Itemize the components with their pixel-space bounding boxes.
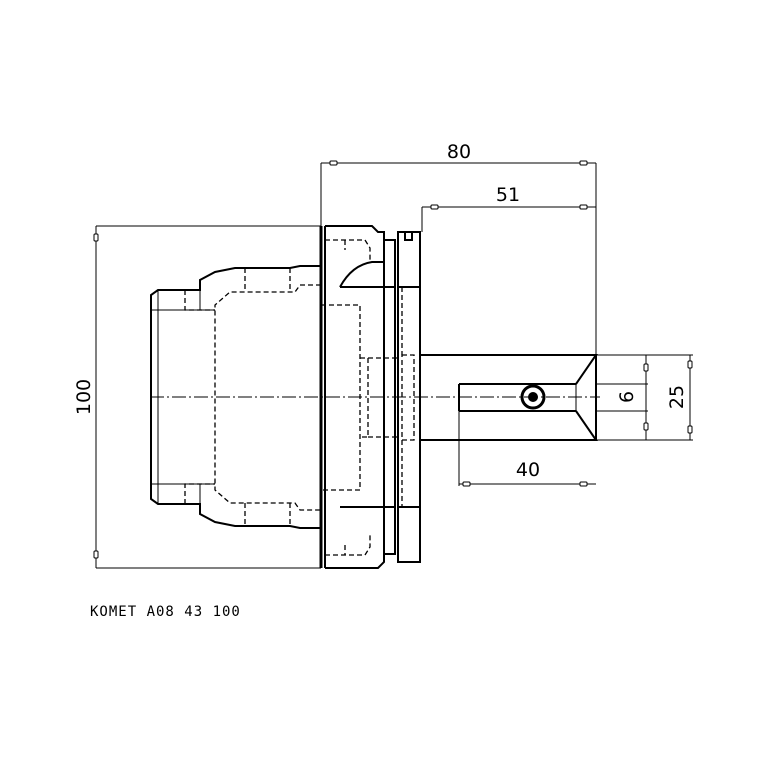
dimension-overall-length: 80 — [320, 141, 597, 355]
dimension-label-6: 6 — [616, 391, 638, 403]
dimension-diameter: 100 — [73, 225, 321, 569]
set-screw-icon — [520, 384, 546, 410]
dimension-label-25: 25 — [666, 385, 688, 409]
dimension-bore-diameter: 6 — [596, 355, 649, 440]
dimension-shank-diameter: 25 — [596, 354, 693, 441]
dimension-label-51: 51 — [496, 184, 520, 206]
shank-extension — [420, 354, 598, 441]
dimension-label-100: 100 — [73, 379, 95, 415]
taper-shank — [150, 265, 321, 529]
dimension-bore-depth: 40 — [458, 384, 596, 487]
dimension-label-80: 80 — [447, 141, 471, 163]
dimension-flange-to-end: 51 — [421, 184, 596, 232]
clamp-ring — [394, 231, 421, 563]
drawing-caption: KOMET A08 43 100 — [90, 604, 241, 620]
dimension-label-40: 40 — [516, 459, 540, 481]
flange-body — [319, 225, 400, 569]
